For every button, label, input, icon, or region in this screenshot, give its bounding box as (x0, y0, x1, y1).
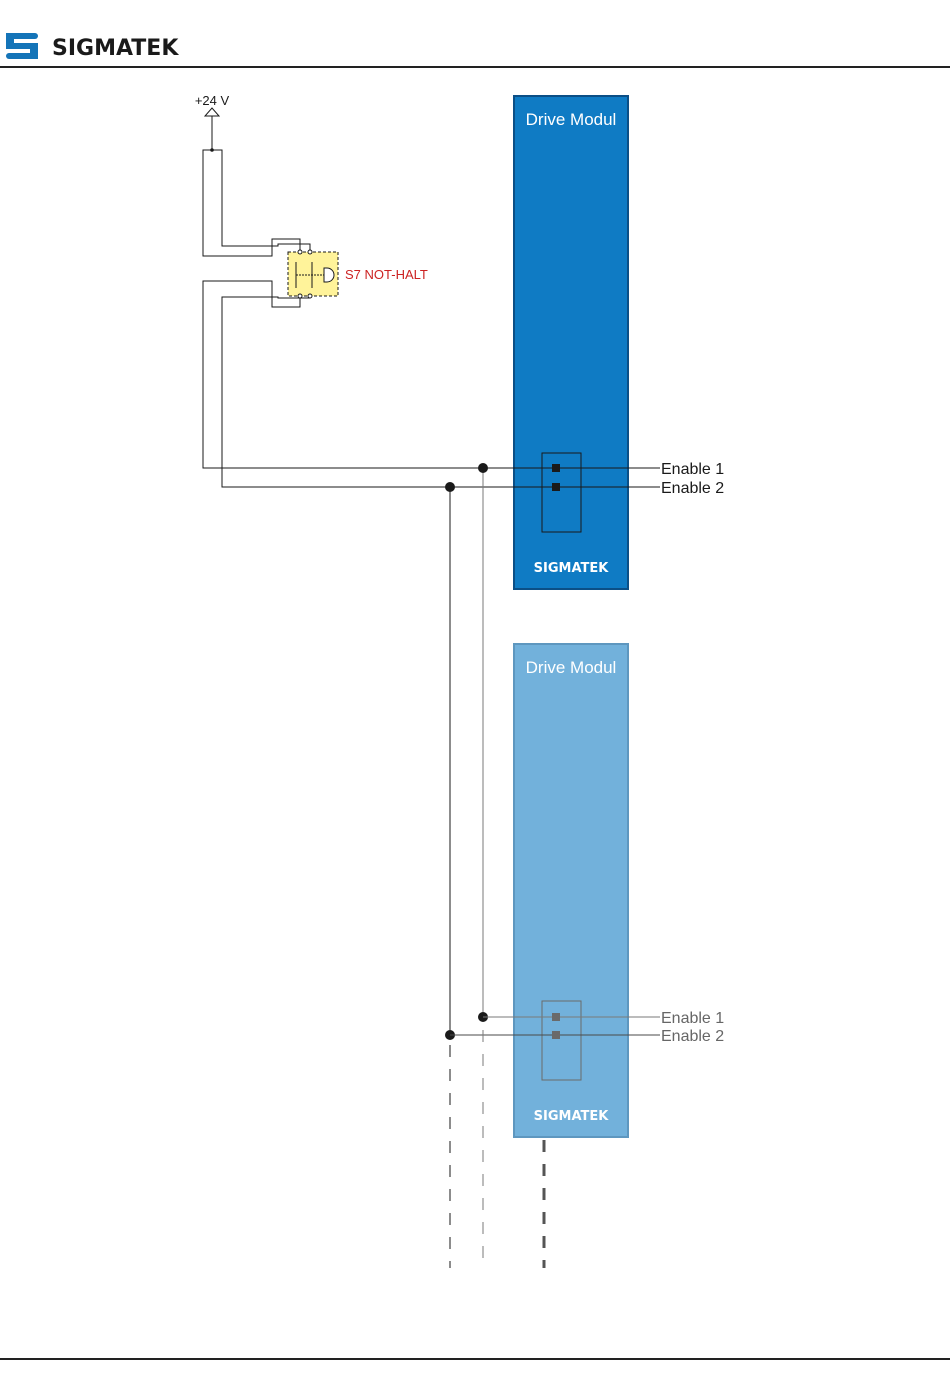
module-1-enable2-label: Enable 2 (661, 480, 724, 497)
drive-module-2-brand: SIGMATEK (534, 1109, 610, 1124)
module-1-enable1-pin (552, 464, 560, 472)
module-1-enable2-pin (552, 483, 560, 491)
drive-module-1 (514, 96, 628, 589)
supply-wires (203, 150, 483, 487)
supply-terminal-icon (205, 108, 219, 152)
drive-module-1-title: Drive Modul (526, 110, 617, 129)
junction-dot (445, 482, 455, 492)
emergency-stop-switch (288, 250, 338, 298)
module-2-enable2-label: Enable 2 (661, 1028, 724, 1045)
footer-divider (0, 1358, 950, 1360)
emergency-stop-label: S7 NOT-HALT (345, 267, 428, 282)
drive-module-2 (514, 644, 628, 1137)
module-1-enable1-label: Enable 1 (661, 461, 724, 478)
module-2-enable1-pin (552, 1013, 560, 1021)
module-2-enable1-label: Enable 1 (661, 1010, 724, 1027)
drive-module-2-title: Drive Modul (526, 658, 617, 677)
junction-dot (478, 463, 488, 473)
supply-label: +24 V (195, 93, 230, 108)
drive-module-1-brand: SIGMATEK (534, 561, 610, 576)
module-2-enable2-pin (552, 1031, 560, 1039)
